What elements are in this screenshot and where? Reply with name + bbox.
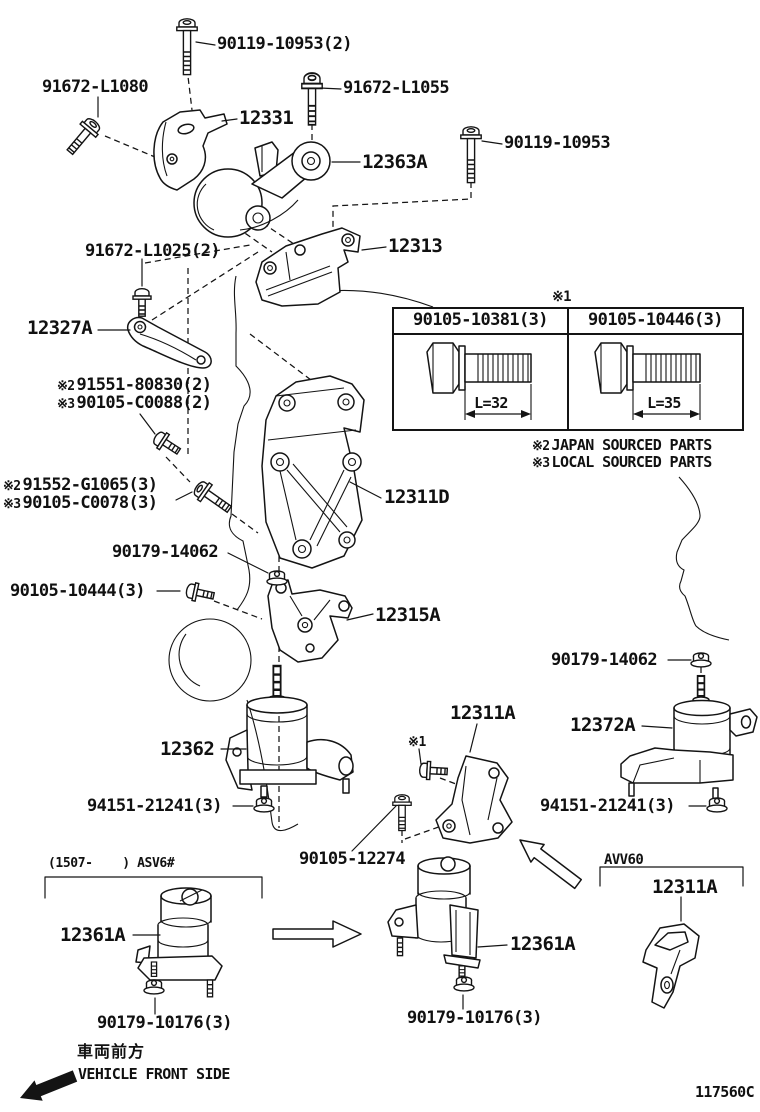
ref-box-part-2: 90105-10446(3) [588,310,723,330]
ref-box-length-1: L=32 [474,394,508,412]
bolt-90105-10444-icon [184,580,217,606]
ref-bolt-L35-icon [594,342,701,420]
callout-12315A: 12315A [375,604,441,626]
callout-90179-14062-right: 90179-14062 [551,650,658,670]
vehicle-front-label-en: VEHICLE FRONT SIDE [78,1065,230,1083]
callout-ref1-marker: ※1 [408,735,426,750]
callout-94151-left: 94151-21241(3) [87,796,222,816]
variant-code-avv60: AVV60 [604,852,644,868]
flag-mark: ※3 [3,497,21,512]
bolt-90119-10953-icon [460,126,482,184]
callout-90119-10953: 90119-10953 [504,133,611,153]
drawing-12313-bracket [255,227,361,307]
nut-90179-14062-left-icon [266,570,288,586]
legend-text: JAPAN SOURCED PARTS [551,436,713,454]
ref-box-length-2: L=35 [647,394,681,412]
drawing-12361A-mid-mount [387,856,481,980]
nut-90179-10176-left-icon [143,979,165,995]
nut-90179-10176-mid-icon [453,976,475,992]
bolt-ref1-icon [418,760,449,782]
variant-range-asv6: (1507- ) ASV6# [48,856,175,871]
ref-box-part-1: 90105-10381(3) [413,310,548,330]
callout-12311D: 12311D [384,486,450,508]
bolt-91672-L1025-icon [132,288,152,317]
callout-12313: 12313 [388,235,443,257]
ref-box-marker: ※1 [552,289,572,305]
callout-12311A-mid: 12311A [450,702,516,724]
callout-91672-L1080: 91672-L1080 [42,77,149,97]
drawing-12327A-stay [126,316,212,369]
drawing-12363A-rod-mount [193,141,331,238]
drawing-12362-mount [225,664,354,798]
callout-90179-10176-left: 90179-10176(3) [97,1013,232,1033]
callout-90105-10444: 90105-10444(3) [10,581,145,601]
vehicle-front-arrow-icon [20,1070,78,1101]
vehicle-front-label-jp: 車両前方 [77,1042,146,1061]
bolt-91672-L1055-icon [300,72,324,126]
drawing-12361A-left-mount [135,887,223,998]
bolt-90119-10953-2-icon [176,18,198,76]
callout-91672-L1025-2: 91672-L1025(2) [85,241,220,261]
callout-91672-L1055: 91672-L1055 [343,78,450,98]
variant-brackets [44,866,744,899]
drawing-12372A-mount [620,674,758,802]
bolt-90105-12274-icon [392,794,412,832]
drawing-12311A-mid-bracket [435,755,513,844]
flag-number: 91551-80830(2) [76,375,212,395]
flag-mark: ※3 [57,397,75,412]
drawing-12331-bracket [153,109,228,191]
flag-mark: ※2 [532,439,550,454]
ref-bolt-L32-icon [426,342,532,420]
substitute-right-arrow-icon [272,920,362,948]
callout-12363A: 12363A [362,151,428,173]
callout-94151-right: 94151-21241(3) [540,796,675,816]
callout-90119-10953-2: 90119-10953(2) [217,34,352,54]
arrows [20,839,583,1101]
callout-90179-14062-left: 90179-14062 [112,542,219,562]
nut-94151-right-icon [706,797,728,813]
drawing-12315A-bracket [267,579,353,663]
bolt-91551-icon [149,428,185,460]
callout-90179-10176-mid: 90179-10176(3) [407,1008,542,1028]
drawing-12311D-bracket [261,375,365,569]
bolt-91672-L1080-icon [61,114,104,160]
ref-box [392,307,744,431]
callout-12372A: 12372A [570,714,636,736]
leader-lines [97,41,707,1015]
flag-mark: ※2 [57,379,75,394]
figure-code: 117560C [695,1083,755,1101]
callout-12331: 12331 [239,107,294,129]
nut-90179-14062-right-icon [690,652,712,668]
callout-12311A-right: 12311A [652,876,718,898]
callout-12362: 12362 [160,738,215,760]
callout-12361A-left: 12361A [60,924,126,946]
drawing-12311A-right-bracket [642,923,700,1009]
flag-mark: ※2 [3,479,21,494]
callout-12361A-mid: 12361A [510,933,576,955]
bolt-91552-icon [190,477,236,519]
callout-90105-12274: 90105-12274 [299,849,406,869]
flag-number: 91552-G1065(3) [22,475,158,495]
flag-number: 90105-C0078(3) [22,493,158,513]
flag-mark: ※3 [532,456,550,471]
nut-94151-left-icon [253,797,275,813]
flag-number: 90105-C0088(2) [76,393,212,413]
substitute-upleft-arrow-icon [519,839,583,890]
engine-outline-right [675,476,730,641]
legend-text: LOCAL SOURCED PARTS [551,453,713,471]
callout-12327A: 12327A [27,317,93,339]
